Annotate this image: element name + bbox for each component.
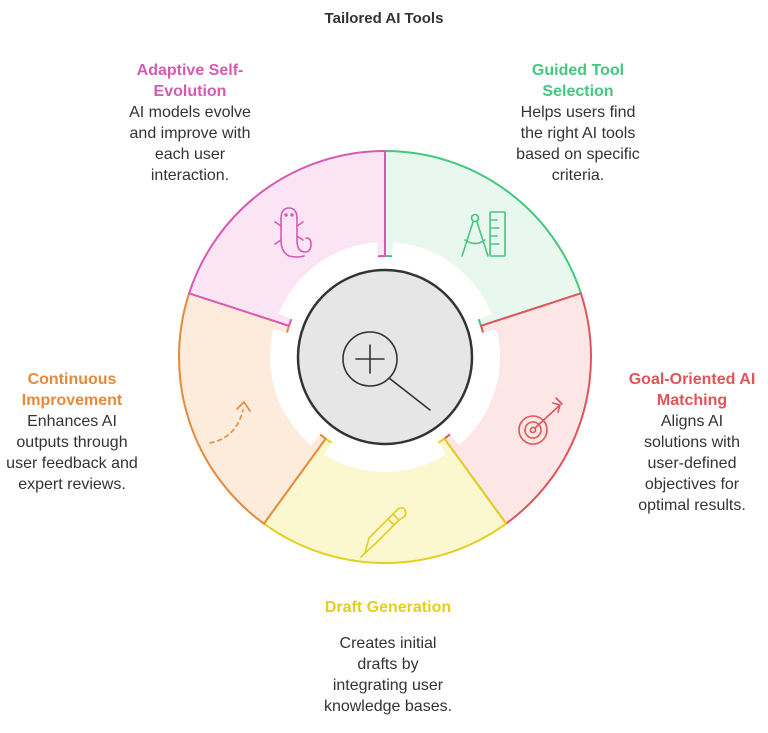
connector-band-continuous: [270, 329, 326, 446]
pen-icon: [360, 506, 407, 558]
inner-connector-ring: [270, 242, 500, 472]
compass-ruler-icon: [461, 211, 506, 257]
segment-ring: [178, 150, 592, 564]
connector-band-guided: [391, 242, 492, 323]
curved-arrow-icon: [209, 400, 251, 444]
connector-band-adaptive: [278, 242, 379, 323]
hub-circle: [296, 268, 474, 446]
salamander-icon: [274, 207, 312, 258]
magnifier-plus-icon: [342, 331, 431, 411]
segment-adaptive: Adaptive Self-Evolution AI models evolve…: [110, 60, 270, 186]
diagram-title: Tailored AI Tools: [324, 10, 444, 27]
connector-band-goal: [444, 329, 500, 446]
center-hub: [295, 267, 475, 447]
target-icon: [518, 397, 563, 445]
segment-heading-adaptive: Adaptive Self-Evolution: [136, 62, 244, 100]
segment-heading-draft: Draft Generation: [324, 599, 452, 616]
connector-band-draft: [324, 435, 446, 472]
